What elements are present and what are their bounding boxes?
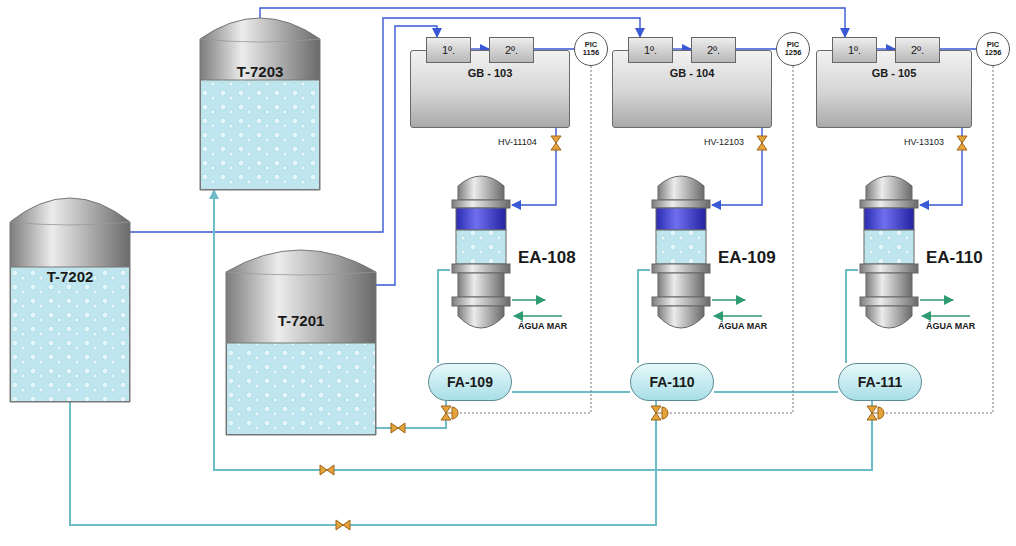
stream-label: ÁGUA MAR	[518, 321, 567, 331]
drum-label: FA-111	[858, 374, 902, 390]
drum-label: FA-110	[649, 374, 694, 390]
shape-outline	[200, 18, 320, 190]
process-line	[714, 391, 838, 393]
stage-box: 2º.	[691, 37, 736, 63]
process-line	[214, 190, 872, 470]
pressure-controller: PIC 1156	[574, 32, 608, 66]
shape-outline	[10, 198, 130, 402]
compressor-box: GB - 1031º.2º.	[410, 50, 570, 128]
valve-tag: HV-12103	[704, 137, 744, 147]
compressor-box: GB - 1051º.2º.	[816, 50, 972, 128]
tank-label: T-7203	[200, 63, 320, 80]
exchanger-label: EA-108	[518, 248, 576, 268]
valve-tag: HV-11104	[498, 137, 537, 147]
stage-box: 2º.	[895, 37, 940, 63]
process-line	[260, 8, 845, 37]
tank-label: T-7202	[10, 268, 130, 285]
pressure-controller: PIC 1256	[976, 32, 1010, 66]
drum-vessel: FA-111	[838, 363, 922, 401]
stage-box: 1º.	[426, 37, 471, 63]
sea-water-out	[920, 299, 953, 301]
stage-box: 2º.	[489, 37, 534, 63]
tank-label: T-7201	[226, 312, 376, 329]
hand-valve	[757, 136, 767, 150]
block-valve	[320, 465, 334, 475]
heat-exchanger: EA-108	[450, 172, 512, 337]
storage-tank: T-7201	[226, 250, 376, 435]
stage-label: 2º.	[911, 44, 924, 56]
sea-water-in	[922, 315, 970, 317]
pressure-controller: PIC 1256	[776, 32, 810, 66]
control-valve	[651, 406, 661, 420]
compressor-label: GB - 105	[817, 67, 971, 79]
exchanger-label: EA-109	[718, 248, 776, 268]
shape-outline	[450, 172, 512, 337]
heat-exchanger: EA-109	[650, 172, 712, 337]
process-line	[130, 18, 640, 232]
controller-tag: PIC 1256	[781, 41, 805, 57]
stage-label: 1º.	[442, 44, 455, 56]
compressor-label: GB - 104	[613, 67, 771, 79]
shape-outline	[858, 172, 920, 337]
control-valve	[441, 406, 451, 420]
block-valve	[391, 423, 405, 433]
process-line	[512, 391, 630, 393]
stage-label: 1º.	[848, 44, 861, 56]
compressor-box: GB - 1041º.2º.	[612, 50, 772, 128]
stage-box: 1º.	[628, 37, 673, 63]
process-line	[438, 270, 450, 363]
hand-valve	[957, 136, 967, 150]
sea-water-out	[712, 299, 745, 301]
drum-vessel: FA-110	[630, 363, 714, 401]
valve-tag: HV-13103	[904, 137, 944, 147]
block-valve	[336, 520, 350, 530]
drum-label: FA-109	[447, 374, 493, 390]
stream-label: ÁGUA MAR	[926, 321, 975, 331]
stage-box: 1º.	[832, 37, 877, 63]
stage-label: 2º.	[505, 44, 518, 56]
process-line	[638, 270, 650, 363]
shape-outline	[226, 250, 376, 435]
control-valve	[867, 406, 877, 420]
sea-water-out	[512, 299, 545, 301]
drum-vessel: FA-109	[428, 363, 512, 401]
exchanger-label: EA-110	[926, 248, 983, 268]
stage-label: 1º.	[644, 44, 657, 56]
sea-water-in	[714, 315, 762, 317]
sea-water-in	[514, 315, 562, 317]
controller-tag: PIC 1156	[579, 41, 603, 57]
process-line	[376, 401, 446, 428]
heat-exchanger: EA-110	[858, 172, 920, 337]
process-line	[846, 270, 858, 363]
controller-tag: PIC 1256	[981, 41, 1005, 57]
storage-tank: T-7203	[200, 18, 320, 190]
stage-label: 2º.	[707, 44, 720, 56]
hand-valve	[551, 136, 561, 150]
stream-label: ÁGUA MAR	[718, 321, 767, 331]
storage-tank: T-7202	[10, 198, 130, 402]
compressor-label: GB - 103	[411, 67, 569, 79]
shape-outline	[650, 172, 712, 337]
